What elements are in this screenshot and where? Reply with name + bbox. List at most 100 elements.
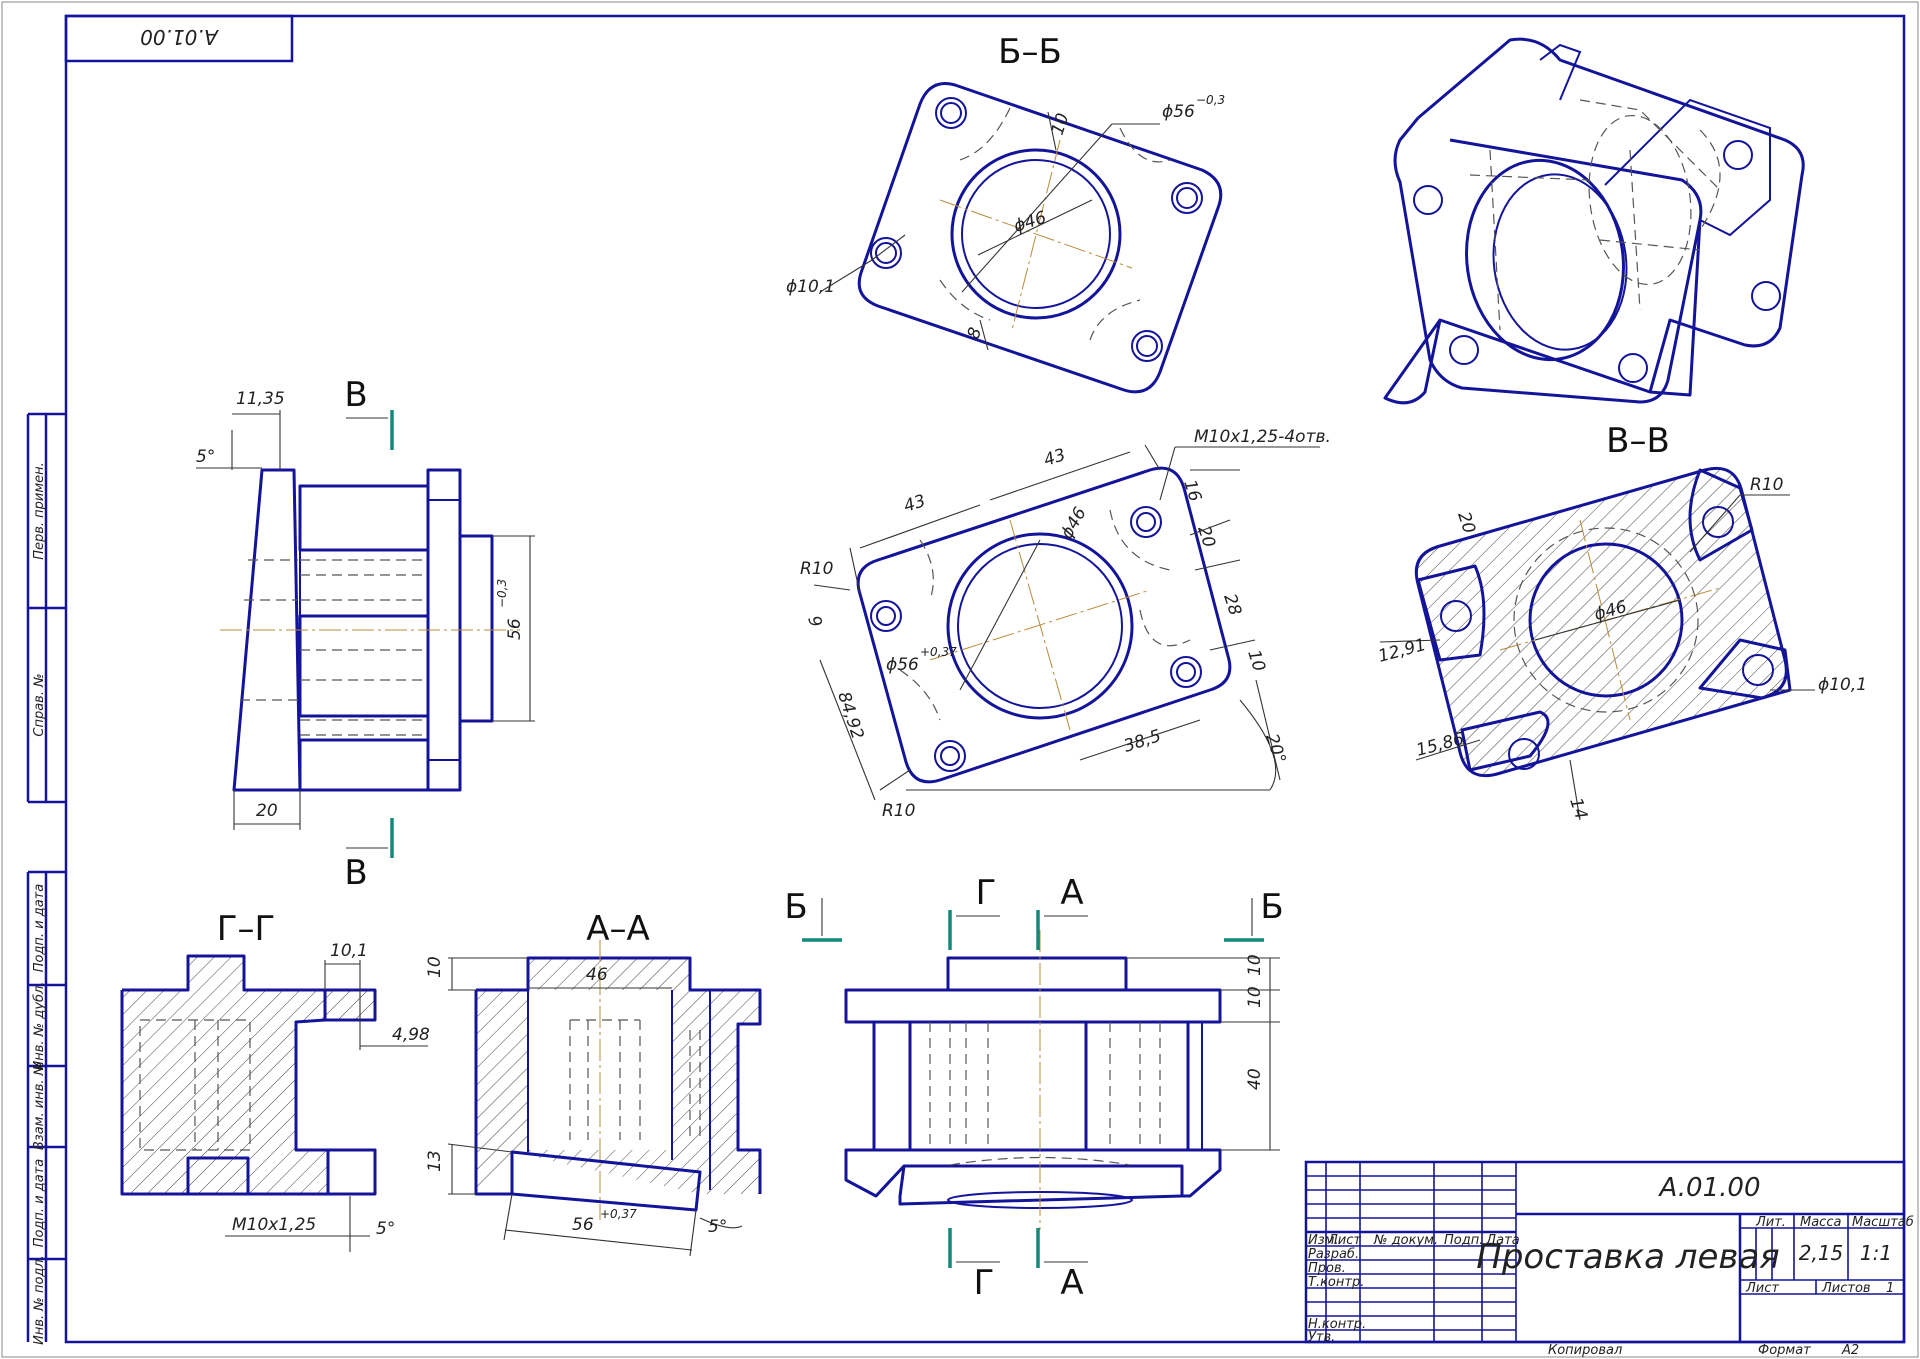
dim-label: 4,98: [392, 1025, 430, 1045]
dim-label: 28: [1219, 591, 1245, 618]
dim-label: 10: [1243, 647, 1269, 674]
strip-label: Инв. № дубл.: [32, 982, 47, 1071]
tb-header: Подп.: [1444, 1233, 1483, 1248]
section-gg-label: Г–Г: [217, 909, 275, 949]
dim-label: 5°: [196, 447, 215, 467]
tb-lit-label: Лит.: [1755, 1215, 1786, 1230]
dim-label: R10: [882, 801, 915, 821]
dim-label: 12,91: [1376, 635, 1428, 667]
dim-label: 8: [964, 325, 986, 342]
dim-label: 15,86: [1414, 729, 1466, 761]
tb-scale-value: 1:1: [1860, 1241, 1892, 1265]
strip-label: Перв. примен.: [32, 462, 47, 560]
copied-label: Копировал: [1548, 1343, 1622, 1358]
dim-label: 20: [256, 801, 278, 821]
tb-row-label: Т.контр.: [1308, 1275, 1364, 1290]
drawing-title: Проставка левая: [1476, 1237, 1779, 1277]
strip-label: Инв. № подл.: [32, 1255, 47, 1345]
cut-label: Б: [1260, 887, 1283, 927]
dim-label: 56: [572, 1215, 594, 1235]
dim-label: 46: [586, 965, 608, 985]
top-view: 43 43 M10x1,25-4отв. 16 20 28 10 20° 38,…: [800, 427, 1331, 821]
dim-label: 84,92: [833, 689, 867, 741]
dim-label: +0,37: [920, 645, 957, 659]
dim-label: −0,3: [1196, 93, 1225, 107]
strip-label: Взам. инв. №: [32, 1062, 47, 1150]
dim-label: 13: [425, 1150, 445, 1172]
strip-label: Подп. и дата: [32, 884, 47, 973]
dim-label: 11,35: [236, 389, 285, 409]
left-strip: Перв. примен. Справ. № Подп. и дата Инв.…: [26, 412, 66, 1345]
tb-sheets-label: Листов: [1821, 1281, 1871, 1296]
section-gg-view: Г–Г 10,1 4,98 M10x1,25 5°: [120, 909, 430, 1252]
side-view: В В 11,35 5° 56 −0,3 20: [196, 375, 535, 893]
dim-label: 10: [1245, 986, 1265, 1008]
tb-row-label: Разраб.: [1308, 1247, 1359, 1262]
dim-label: 20°: [1261, 731, 1289, 766]
front-view: 10 10 40 Б Б Г Г А А: [784, 873, 1283, 1303]
dim-label: ϕ10,1: [786, 277, 835, 297]
cut-label: А: [1060, 1263, 1083, 1303]
tb-header: Лист: [1327, 1233, 1361, 1248]
dim-label: R10: [1750, 475, 1783, 495]
isometric-view: [1383, 37, 1805, 405]
format-label: Формат: [1758, 1343, 1811, 1358]
tb-row-label: Н.контр.: [1308, 1317, 1366, 1332]
format-value: A2: [1841, 1343, 1859, 1358]
dim-label: 40: [1245, 1068, 1265, 1090]
strip-label: Подп. и дата: [32, 1159, 47, 1248]
rotated-drawing-code: A.01.00: [140, 25, 220, 49]
dim-label: +0,37: [600, 1207, 637, 1221]
dim-label: 56: [505, 618, 525, 640]
dim-label: M10x1,25-4отв.: [1194, 427, 1331, 447]
dim-label: 10: [425, 956, 445, 978]
dim-label: −0,3: [495, 579, 509, 608]
cut-label: Б: [784, 887, 807, 927]
section-vv-label: В–В: [1606, 421, 1670, 461]
dim-label: R10: [800, 559, 833, 579]
dim-label: 43: [1041, 445, 1068, 471]
tb-sheets-count: 1: [1886, 1281, 1894, 1296]
cut-label: А: [1060, 873, 1083, 913]
title-block: Изм. Лист № докум. Подп. Дата Разраб. Пр…: [1304, 1160, 1914, 1345]
dim-label: 20: [1193, 523, 1219, 550]
dim-label: 5°: [376, 1219, 395, 1239]
dim-label: 10: [1245, 954, 1265, 976]
tb-header: № докум.: [1373, 1233, 1438, 1248]
dim-label: ϕ46: [1011, 208, 1049, 237]
section-aa-view: А–А 10 46 13 56 +0,37 5°: [425, 909, 762, 1257]
section-aa-label: А–А: [586, 909, 650, 949]
cut-label: В: [344, 375, 367, 415]
dim-label: 38,5: [1121, 726, 1163, 757]
tb-row-label: Утв.: [1308, 1330, 1335, 1345]
tb-scale-label: Масштаб: [1852, 1215, 1914, 1230]
section-bb-label: Б–Б: [998, 32, 1062, 72]
dim-label: M10x1,25: [232, 1215, 316, 1235]
dim-label: ϕ10,1: [1818, 675, 1867, 695]
tb-sheet-label: Лист: [1745, 1281, 1779, 1296]
dim-label: ϕ56: [1162, 102, 1195, 122]
cut-label: В: [344, 853, 367, 893]
drawing-code: A.01.00: [1658, 1173, 1761, 1203]
footer-labels: Копировал Формат A2: [1548, 1343, 1859, 1358]
tb-mass-label: Масса: [1800, 1215, 1841, 1230]
dim-label: 9: [803, 613, 825, 629]
tb-header: Изм.: [1308, 1233, 1339, 1248]
dim-label: 10,1: [330, 941, 368, 961]
dim-label: 20: [1453, 509, 1479, 536]
dim-label: 16: [1179, 477, 1205, 504]
tb-row-label: Пров.: [1308, 1261, 1346, 1276]
tb-mass-value: 2,15: [1799, 1241, 1844, 1265]
dim-label: 5°: [708, 1217, 727, 1237]
tb-header: Дата: [1485, 1233, 1520, 1248]
cut-label: Г: [976, 873, 997, 913]
strip-label: Справ. №: [32, 673, 47, 736]
section-vv-view: В–В R10 20 ϕ46 12,91 15,86 ϕ10,1 14: [1376, 421, 1867, 822]
cut-label: Г: [974, 1263, 995, 1303]
section-bb-view: Б–Б ϕ56 −0,3 10 ϕ46 ϕ10,1 8: [786, 32, 1225, 394]
dim-label: 10: [1048, 111, 1074, 138]
dim-label: ϕ56: [886, 655, 919, 675]
dim-label: 43: [901, 491, 928, 517]
